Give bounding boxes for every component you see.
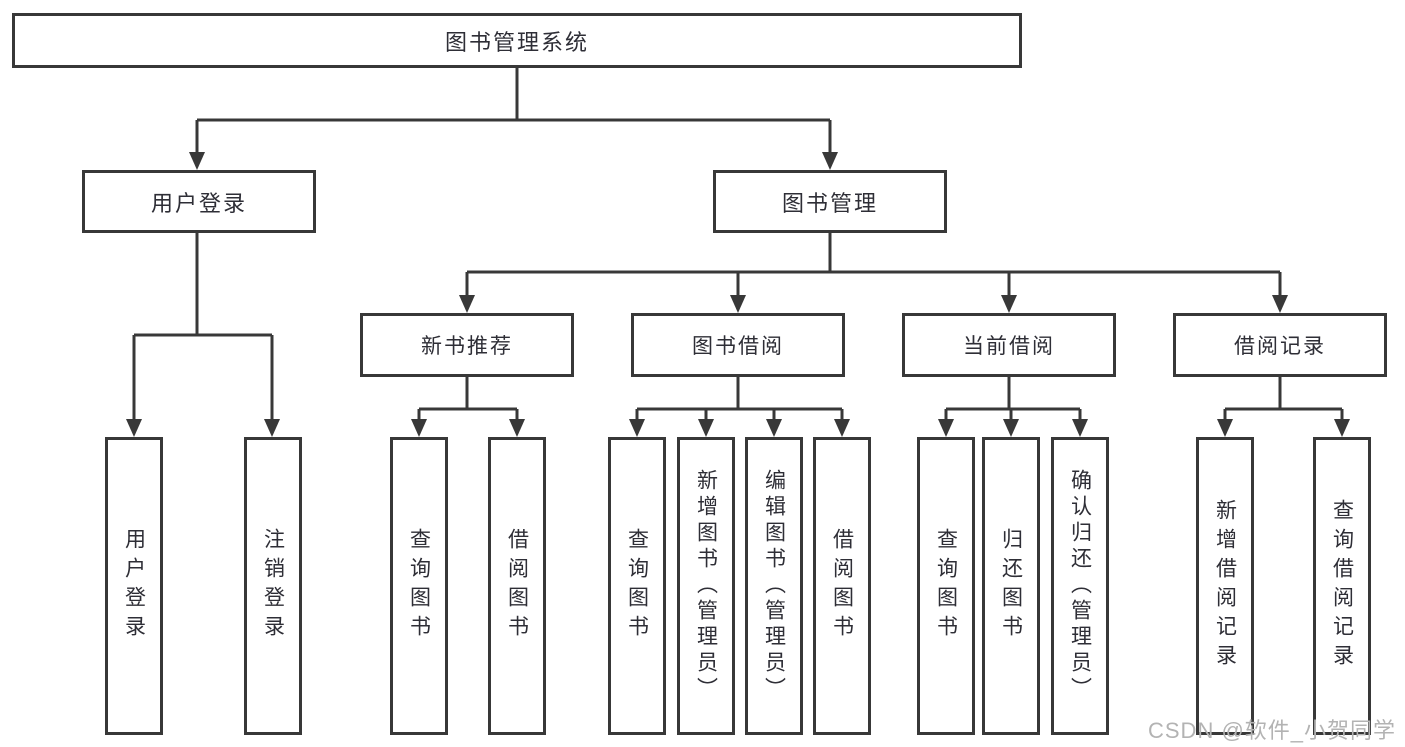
leaf-query-books-borrow: 查询图书 <box>608 437 666 735</box>
leaf-logout: 注销登录 <box>244 437 302 735</box>
leaf-query-books-current: 查询图书 <box>917 437 975 735</box>
node-borrow-records: 借阅记录 <box>1173 313 1387 377</box>
leaf-borrow-books: 借阅图书 <box>813 437 871 735</box>
node-library-system: 图书管理系统 <box>12 13 1022 68</box>
node-book-borrow: 图书借阅 <box>631 313 845 377</box>
node-book-management: 图书管理 <box>713 170 947 233</box>
leaf-borrow-books-recommend: 借阅图书 <box>488 437 546 735</box>
csdn-watermark: CSDN @软件_小贺同学 <box>1148 718 1397 743</box>
node-current-borrow: 当前借阅 <box>902 313 1116 377</box>
leaf-return-books: 归还图书 <box>982 437 1040 735</box>
node-new-book-recommend: 新书推荐 <box>360 313 574 377</box>
leaf-confirm-return-admin: 确认归还（管理员） <box>1051 437 1109 735</box>
leaf-user-login: 用户登录 <box>105 437 163 735</box>
leaf-edit-books-admin: 编辑图书（管理员） <box>745 437 803 735</box>
leaf-query-books-recommend: 查询图书 <box>390 437 448 735</box>
node-user-login-module: 用户登录 <box>82 170 316 233</box>
leaf-query-borrow-record: 查询借阅记录 <box>1313 437 1371 735</box>
leaf-add-borrow-record: 新增借阅记录 <box>1196 437 1254 735</box>
leaf-add-books-admin: 新增图书（管理员） <box>677 437 735 735</box>
